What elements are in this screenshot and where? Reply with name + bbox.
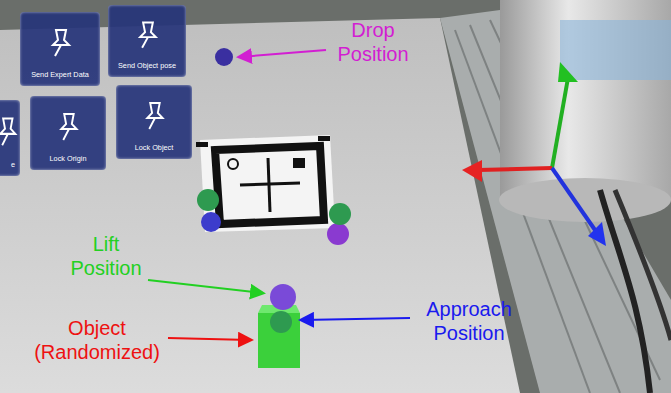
button-tile: Send Object pose xyxy=(108,5,186,77)
pin-icon xyxy=(0,100,20,176)
callout-label: Drop Position xyxy=(330,18,416,66)
button-label: Send Expert Data xyxy=(20,71,100,79)
callout-label: Approach Position xyxy=(414,297,524,345)
button-label: e xyxy=(0,161,20,169)
button-tile: Send Expert Data xyxy=(20,12,100,86)
callout-label: Lift Position xyxy=(60,232,152,280)
button-tile: e xyxy=(0,100,20,176)
button-label: Send Object pose xyxy=(108,62,186,70)
callout-label: Object (Randomized) xyxy=(24,316,170,364)
button-tile: Lock Object xyxy=(116,85,192,159)
button-label: Lock Origin xyxy=(30,155,106,163)
button-tile: Lock Origin xyxy=(30,96,106,170)
button-label: Lock Object xyxy=(116,144,192,152)
